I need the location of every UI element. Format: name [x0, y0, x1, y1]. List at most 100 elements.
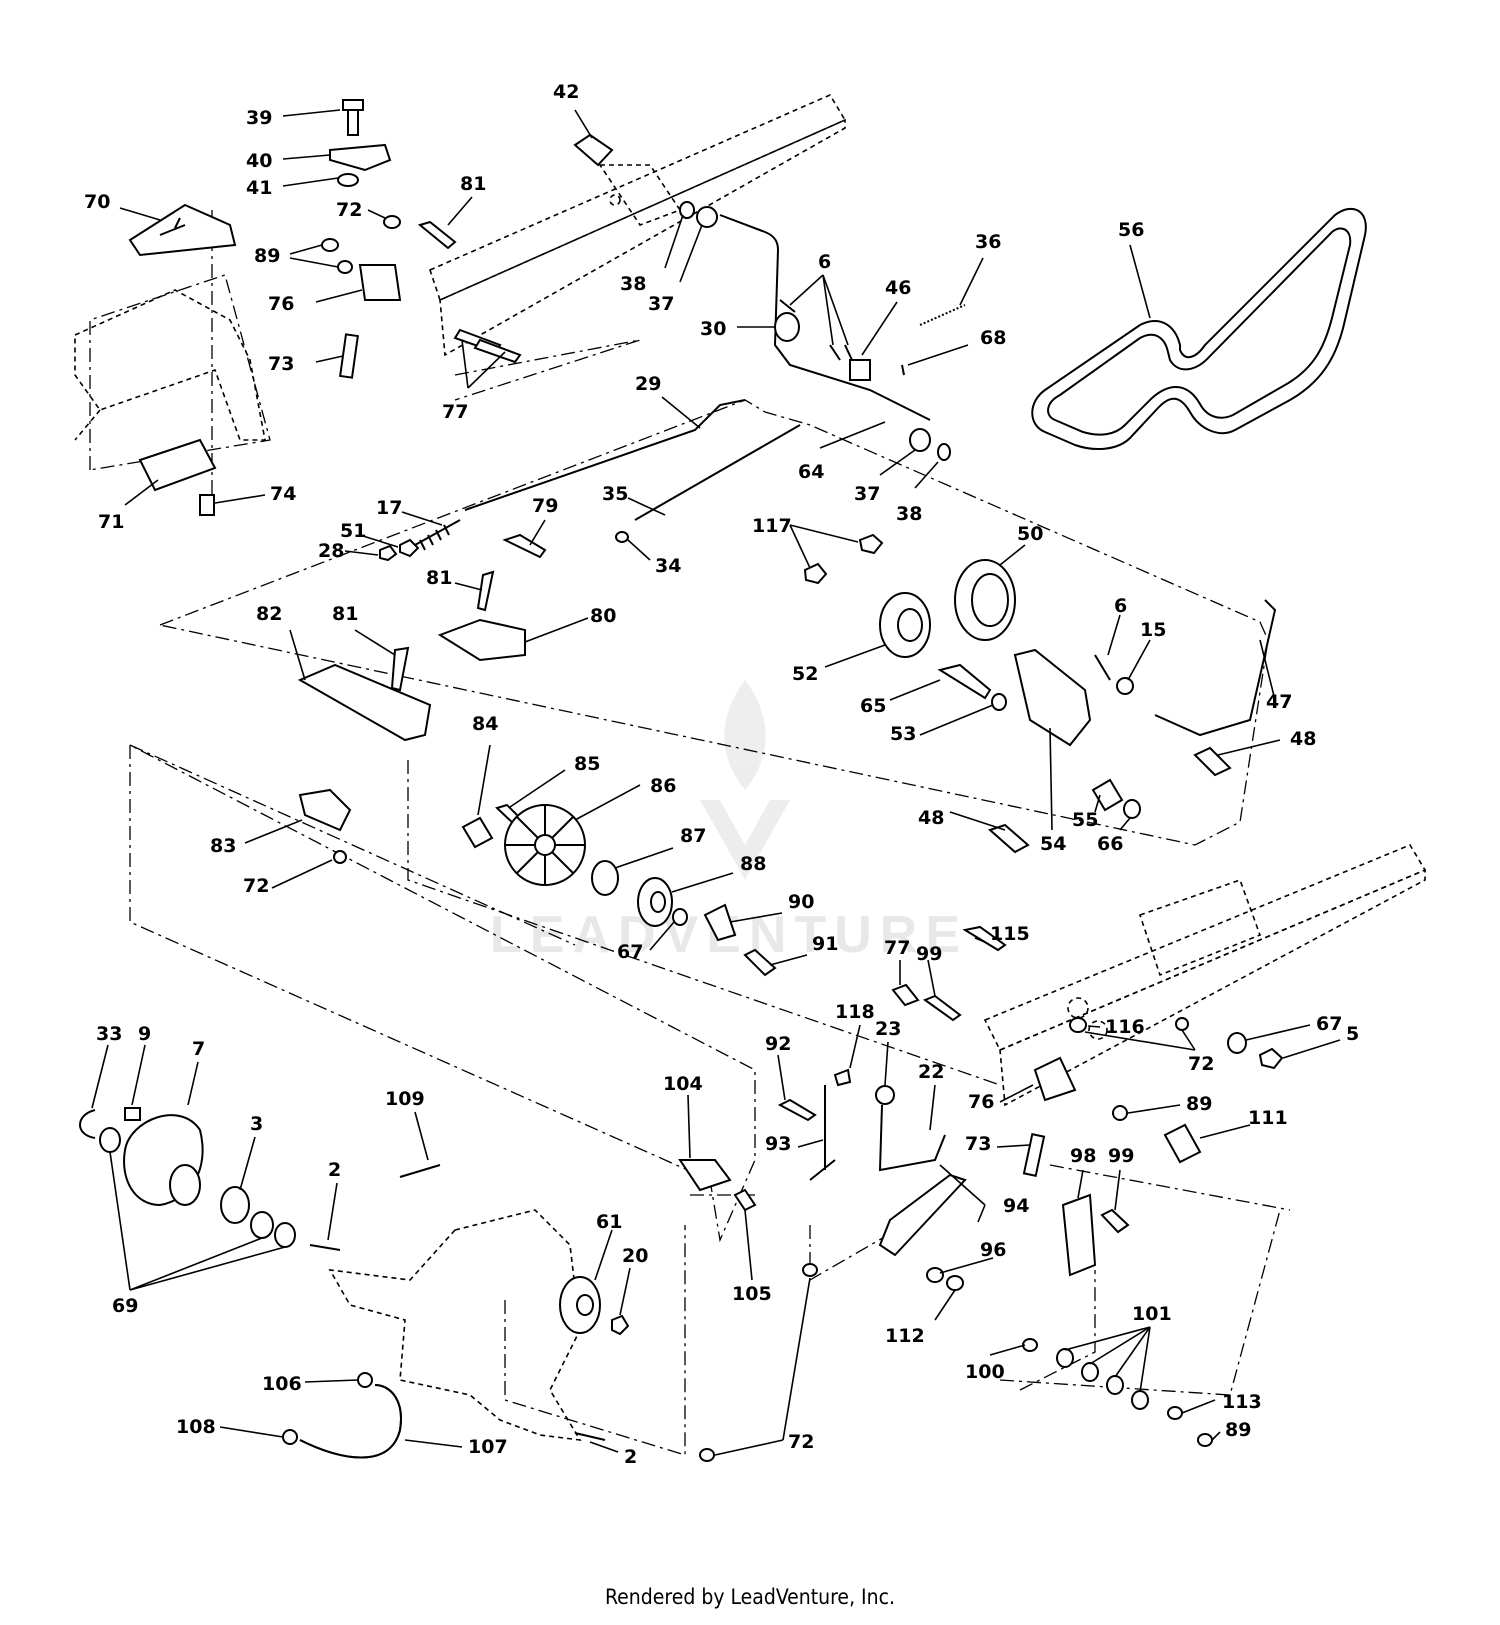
callout-99: 99	[916, 943, 942, 965]
callout-67: 67	[1316, 1013, 1342, 1035]
callout-65: 65	[860, 695, 886, 717]
callout-91: 91	[812, 933, 838, 955]
callout-29: 29	[635, 373, 661, 395]
callout-108: 108	[176, 1416, 216, 1438]
callout-66: 66	[1097, 833, 1123, 855]
nut-72b	[333, 850, 347, 864]
callout-69: 69	[112, 1295, 138, 1317]
nut-51	[399, 538, 420, 558]
nut-117b	[803, 562, 828, 585]
washer-69c	[274, 1222, 296, 1248]
callout-48: 48	[918, 807, 944, 829]
bolt-99a	[922, 994, 962, 1022]
callout-105: 105	[732, 1283, 772, 1305]
transaxle-housing	[328, 1209, 582, 1441]
callout-41: 41	[246, 177, 272, 199]
callout-72: 72	[1188, 1053, 1214, 1075]
callout-117: 117	[752, 515, 792, 537]
fitting-106	[357, 1372, 373, 1388]
bolt-81	[417, 220, 457, 250]
callout-76: 76	[968, 1091, 994, 1113]
bracket-76	[358, 264, 402, 301]
callout-86: 86	[650, 775, 676, 797]
callout-20: 20	[622, 1245, 648, 1267]
washer-3	[220, 1186, 250, 1224]
nut-113	[1167, 1406, 1183, 1420]
callout-38: 38	[896, 503, 922, 525]
parts-fan-pulley	[461, 803, 777, 977]
e-clip-33	[79, 1109, 96, 1139]
bracket-98	[1061, 1193, 1097, 1277]
callout-106: 106	[262, 1373, 302, 1395]
washer-112	[946, 1275, 964, 1291]
nut-72d	[802, 1263, 818, 1277]
cotter-6b	[1094, 654, 1111, 681]
callout-46: 46	[885, 277, 911, 299]
bolt-73b	[1022, 1133, 1046, 1177]
callout-74: 74	[270, 483, 296, 505]
parts-transaxle	[282, 1164, 630, 1459]
pedal-94	[878, 1173, 967, 1257]
pulley-52	[879, 592, 931, 658]
callout-113: 113	[1222, 1391, 1262, 1413]
cotter-pins-6	[779, 299, 853, 361]
callout-48: 48	[1290, 728, 1316, 750]
callout-3: 3	[250, 1113, 263, 1135]
washer-89b	[1112, 1105, 1128, 1121]
callout-2: 2	[328, 1159, 341, 1181]
callout-85: 85	[574, 753, 600, 775]
bolt-99b	[1100, 1208, 1130, 1234]
callout-35: 35	[602, 483, 628, 505]
callout-89: 89	[1186, 1093, 1212, 1115]
callout-6: 6	[1114, 595, 1127, 617]
bolt-74	[199, 494, 215, 516]
drive-belt	[1031, 207, 1367, 451]
bolt-115	[962, 925, 1007, 952]
key-2b	[574, 1432, 606, 1441]
callout-40: 40	[246, 150, 272, 172]
nut-72e	[699, 1448, 715, 1462]
callout-28: 28	[318, 540, 344, 562]
bolt-92	[777, 1098, 817, 1122]
parts-idler-pulleys	[803, 533, 1277, 854]
bolt-9	[124, 1107, 141, 1121]
pedal-pad-70	[128, 203, 237, 257]
plate-71	[138, 438, 217, 492]
callout-89: 89	[1225, 1419, 1251, 1441]
clip-40	[329, 143, 392, 172]
callout-7: 7	[192, 1038, 205, 1060]
callout-73: 73	[965, 1133, 991, 1155]
callout-87: 87	[680, 825, 706, 847]
callout-67: 67	[617, 941, 643, 963]
callout-9: 9	[138, 1023, 151, 1045]
bracket-76b	[1033, 1056, 1077, 1102]
lower-frame-rail	[983, 843, 1427, 1107]
callout-15: 15	[1140, 619, 1166, 641]
callout-81: 81	[426, 567, 452, 589]
bracket-46	[849, 359, 871, 381]
callout-73: 73	[268, 353, 294, 375]
callout-89: 89	[254, 245, 280, 267]
callout-6: 6	[818, 251, 831, 273]
callout-71: 71	[98, 511, 124, 533]
callout-22: 22	[918, 1061, 944, 1083]
callout-115: 115	[990, 923, 1030, 945]
bracket-104	[678, 1159, 732, 1192]
callout-112: 112	[885, 1325, 925, 1347]
nut-34	[615, 531, 629, 543]
callout-17: 17	[376, 497, 402, 519]
nut-20	[611, 1314, 630, 1336]
callout-98: 98	[1070, 1145, 1096, 1167]
callout-23: 23	[875, 1018, 901, 1040]
callout-53: 53	[890, 723, 916, 745]
callout-34: 34	[655, 555, 681, 577]
nut-117a	[858, 533, 884, 555]
callout-56: 56	[1118, 219, 1144, 241]
callout-72: 72	[336, 199, 362, 221]
callout-118: 118	[835, 1001, 875, 1023]
callout-72: 72	[788, 1431, 814, 1453]
callout-42: 42	[553, 81, 579, 103]
callout-54: 54	[1040, 833, 1066, 855]
callout-101: 101	[1132, 1303, 1172, 1325]
